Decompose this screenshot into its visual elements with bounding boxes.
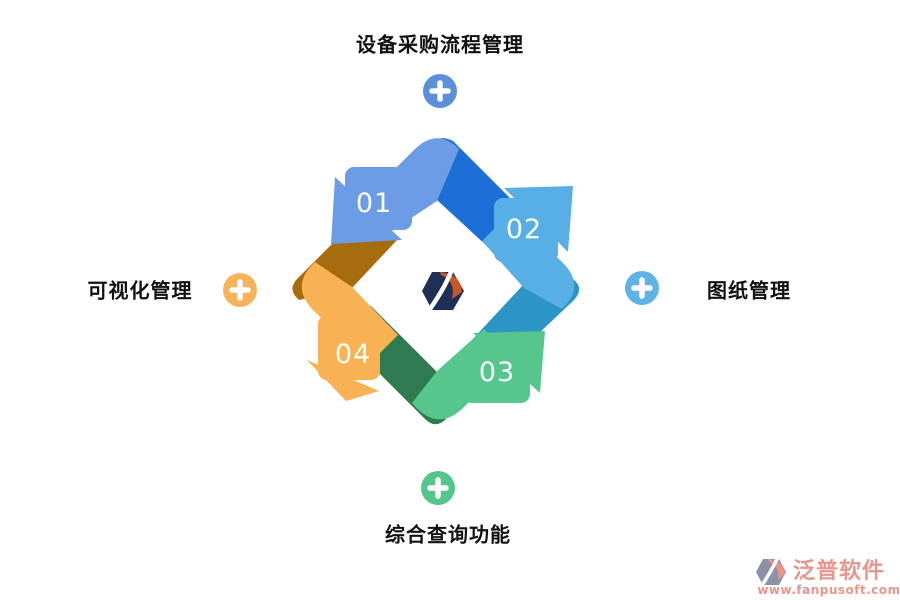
step-04-plate xyxy=(318,315,380,380)
plus-icon xyxy=(631,277,653,299)
step-01-number: 01 xyxy=(356,188,392,219)
watermark: 泛普软件 www.fanpusoft.com xyxy=(756,556,900,597)
node-label-left: 可视化管理 xyxy=(87,278,193,303)
step-02-plate xyxy=(494,198,558,262)
center-logo xyxy=(422,268,464,314)
watermark-brand: 泛普软件 xyxy=(793,558,885,584)
step-04-number: 04 xyxy=(335,339,371,370)
plus-icon xyxy=(427,477,449,499)
plus-button-top[interactable] xyxy=(423,74,457,108)
watermark-swoosh xyxy=(768,559,785,580)
watermark-logo-icon xyxy=(756,556,786,588)
step-01-plate xyxy=(345,167,412,230)
step-04-arrowhead: 04 xyxy=(307,315,380,401)
node-label-top: 设备采购流程管理 xyxy=(356,32,524,57)
watermark-url: www.fanpusoft.com xyxy=(757,583,900,597)
node-label-right: 图纸管理 xyxy=(707,278,791,303)
arrow-heads: 01 02 03 04 xyxy=(307,167,573,403)
plus-button-right[interactable] xyxy=(625,271,659,305)
logo-swoosh xyxy=(440,272,462,299)
plus-icon xyxy=(229,279,251,301)
logo-slash xyxy=(426,268,455,314)
watermark-slash xyxy=(759,556,780,588)
step-02-arrowhead: 02 xyxy=(494,186,573,262)
node-label-bottom: 综合查询功能 xyxy=(385,522,511,547)
plus-button-bottom[interactable] xyxy=(421,471,455,505)
plus-button-left[interactable] xyxy=(223,273,257,307)
step-01-arrowhead: 01 xyxy=(331,167,412,244)
step-03-number: 03 xyxy=(479,357,515,388)
step-03-plate xyxy=(463,343,530,403)
step-03-arrowhead: 03 xyxy=(463,331,545,403)
plus-icon xyxy=(429,80,451,102)
step-02-number: 02 xyxy=(506,214,542,245)
